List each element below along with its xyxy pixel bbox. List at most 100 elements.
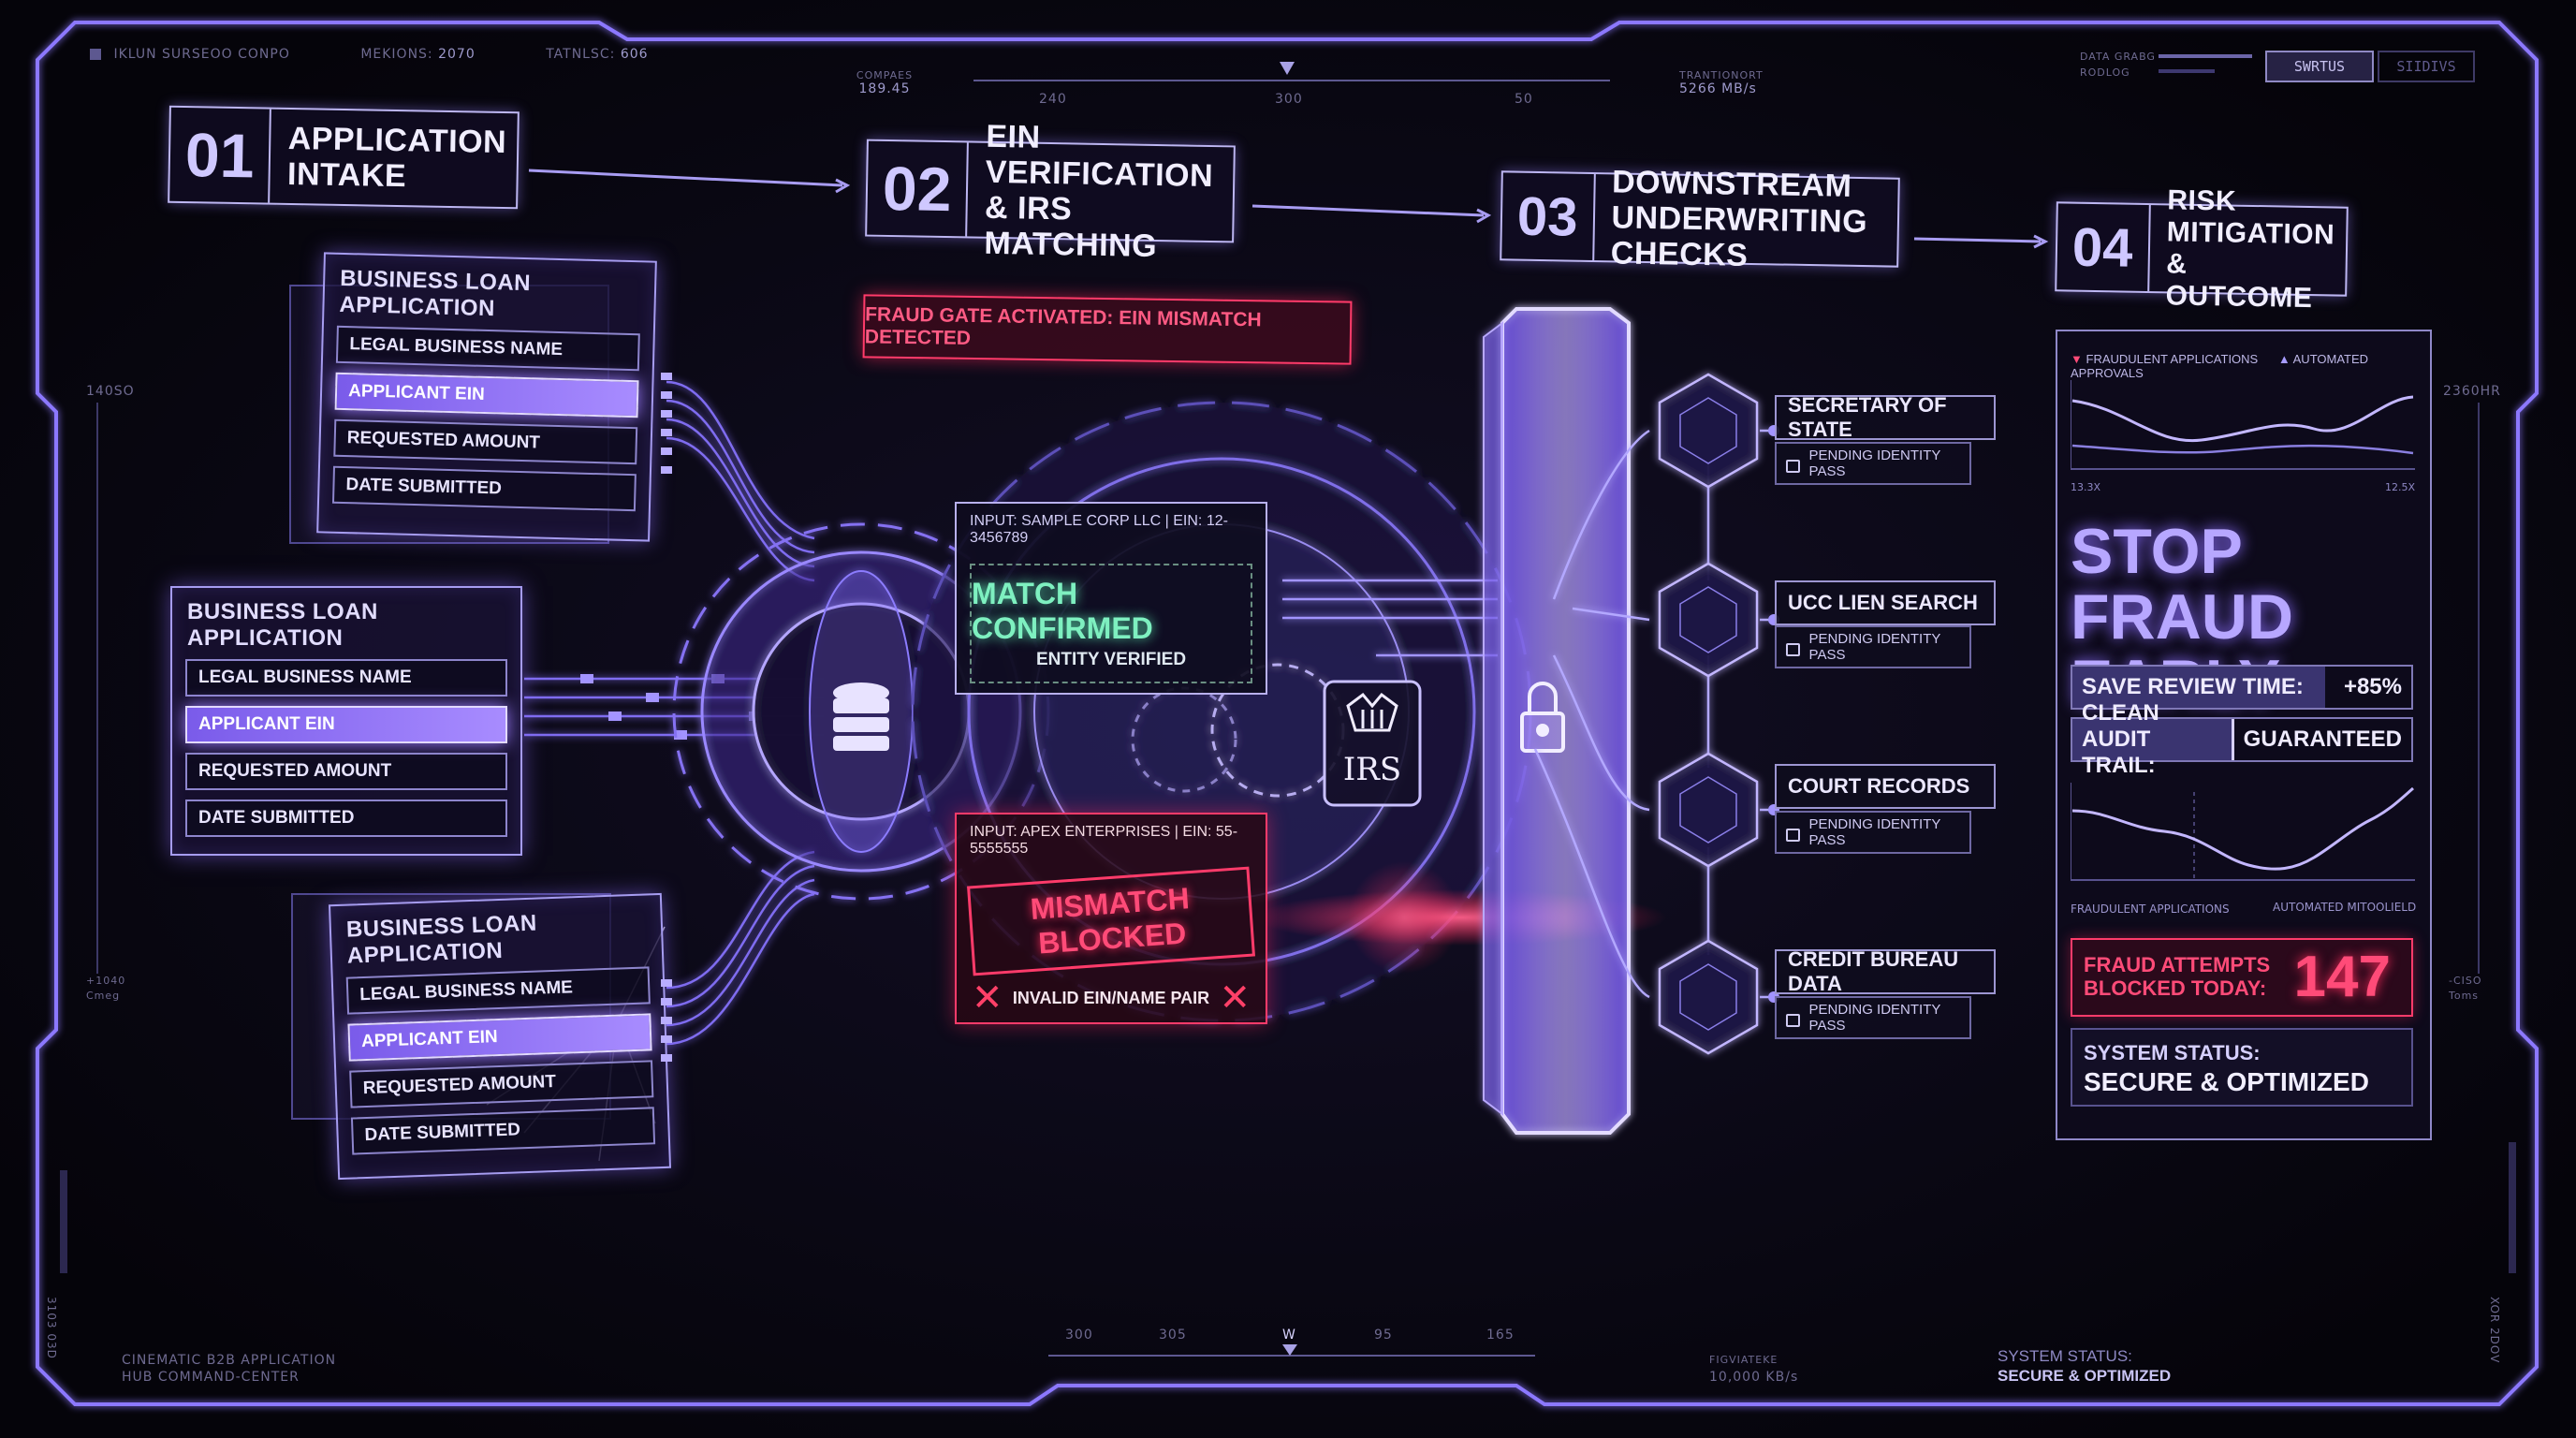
connector-dots bbox=[661, 979, 672, 1064]
rate-label: TRANTIONORT bbox=[1679, 69, 1764, 81]
ruler-tick: 305 bbox=[1159, 1328, 1187, 1343]
step-title: DOWNSTREAM UNDERWRITING CHECKS bbox=[1610, 164, 1868, 273]
status-label: SYSTEM STATUS: bbox=[2084, 1041, 2261, 1064]
fraud-label: FRAUD ATTEMPTS BLOCKED TODAY: bbox=[2084, 953, 2271, 1000]
triangle-down-icon: ▼ bbox=[2071, 352, 2083, 366]
application-card-3-cracked[interactable]: BUSINESS LOAN APPLICATION LEGAL BUSINESS… bbox=[328, 892, 672, 1181]
check-status-text: PENDING IDENTITY PASS bbox=[1808, 1002, 1941, 1034]
outcome-panel: ▼ FRAUDULENT APPLICATIONS ▲ AUTOMATED AP… bbox=[2056, 330, 2432, 1140]
field-applicant-ein[interactable]: APPLICANT EIN bbox=[185, 706, 507, 743]
step-03[interactable]: 03 DOWNSTREAM UNDERWRITING CHECKS bbox=[1500, 164, 1900, 273]
check-status: PENDING IDENTITY PASS bbox=[1775, 811, 1971, 854]
metric-label: SAVE REVIEW TIME: bbox=[2072, 667, 2325, 708]
fraud-count: 147 bbox=[2293, 945, 2391, 1009]
match-status: MATCH CONFIRMED bbox=[972, 577, 1153, 645]
rate-label: FIGVIATEKE bbox=[1709, 1354, 1778, 1366]
field-legal-business-name[interactable]: LEGAL BUSINESS NAME bbox=[185, 659, 507, 697]
rate-value: 10,000 KB/s bbox=[1709, 1370, 1799, 1385]
application-card-2[interactable]: BUSINESS LOAN APPLICATION LEGAL BUSINESS… bbox=[170, 586, 522, 856]
lock-icon bbox=[1786, 460, 1800, 473]
step-04[interactable]: 04 RISK MITIGATION & OUTCOME bbox=[2055, 184, 2349, 314]
match-sub: ENTITY VERIFIED bbox=[1035, 650, 1187, 669]
ruler-tick: 300 bbox=[1275, 92, 1303, 107]
check-status: PENDING IDENTITY PASS bbox=[1775, 442, 1971, 485]
data-bar bbox=[2159, 54, 2252, 58]
card-title: BUSINESS LOAN APPLICATION bbox=[339, 265, 532, 322]
triangle-up-icon: ▲ bbox=[2277, 352, 2291, 366]
trend-chart-2 bbox=[2071, 783, 2415, 881]
side-label: Cmeg bbox=[86, 990, 121, 1002]
status-value: SECURE & OPTIMIZED bbox=[2084, 1067, 2369, 1096]
mismatch-sub: INVALID EIN/NAME PAIR bbox=[1012, 988, 1210, 1007]
hud-value: 2070 bbox=[438, 47, 476, 62]
step-title: APPLICATION INTAKE bbox=[286, 120, 507, 195]
hud-label: DATA GRABG bbox=[2080, 51, 2156, 63]
chart1-legend: ▼ FRAUDULENT APPLICATIONS ▲ AUTOMATED AP… bbox=[2071, 352, 2430, 380]
irs-label: IRS bbox=[1342, 751, 1402, 788]
metric-label: CLEAN AUDIT TRAIL: bbox=[2072, 700, 2232, 778]
check-ucc-lien-search[interactable]: UCC LIEN SEARCH bbox=[1775, 580, 1996, 625]
bottom-system-status: SYSTEM STATUS: SECURE & OPTIMIZED bbox=[1998, 1346, 2171, 1386]
ruler-tick: 165 bbox=[1486, 1328, 1515, 1343]
check-status: PENDING IDENTITY PASS bbox=[1775, 625, 1971, 668]
bottom-rate: FIGVIATEKE 10,000 KB/s bbox=[1709, 1352, 1798, 1386]
step-title: RISK MITIGATION & OUTCOME bbox=[2165, 184, 2335, 315]
step-02[interactable]: 02 EIN VERIFICATION & IRS MATCHING bbox=[865, 119, 1236, 264]
match-frame: MATCH CONFIRMED ENTITY VERIFIED bbox=[970, 564, 1252, 683]
field-applicant-ein[interactable]: APPLICANT EIN bbox=[347, 1013, 652, 1062]
field-applicant-ein[interactable]: APPLICANT EIN bbox=[334, 372, 639, 418]
lock-icon bbox=[1520, 682, 1565, 753]
side-label: Toms bbox=[2449, 990, 2480, 1002]
field-legal-business-name[interactable]: LEGAL BUSINESS NAME bbox=[335, 325, 640, 372]
hud-label: TATNLSC: bbox=[546, 47, 616, 62]
side-label-bottom: +1040 Cmeg bbox=[86, 974, 125, 1004]
silent-button[interactable]: SIIDIVS bbox=[2378, 51, 2475, 82]
metric-save-review-time: SAVE REVIEW TIME: +85% bbox=[2071, 665, 2413, 710]
card-title: BUSINESS LOAN APPLICATION bbox=[187, 599, 378, 651]
metric-clean-audit-trail: CLEAN AUDIT TRAIL: GUARANTEED bbox=[2071, 700, 2413, 778]
hud-label: MEKIONS: bbox=[360, 47, 433, 62]
legend-label: FRAUDULENT APPLICATIONS bbox=[2086, 352, 2259, 366]
application-card-1[interactable]: BUSINESS LOAN APPLICATION LEGAL BUSINESS… bbox=[316, 252, 657, 542]
chart-axis-label: AUTOMATED MITOOLIELD bbox=[2273, 901, 2417, 914]
hub-caption-line: HUB COMMAND-CENTER bbox=[122, 1370, 300, 1385]
side-label: 140SO bbox=[86, 384, 135, 399]
field-date-submitted[interactable]: DATE SUBMITTED bbox=[185, 800, 507, 837]
eagle-icon bbox=[1346, 692, 1398, 732]
side-label-vertical: 3103 03D bbox=[45, 1297, 58, 1359]
fraud-gate-alert: FRAUD GATE ACTIVATED: EIN MISMATCH DETEC… bbox=[862, 294, 1353, 365]
compass-label: COMPAES bbox=[856, 69, 914, 81]
metric-value: +85% bbox=[2343, 674, 2402, 699]
field-requested-amount[interactable]: REQUESTED AMOUNT bbox=[333, 418, 638, 465]
step-number: 03 bbox=[1501, 172, 1596, 261]
check-court-records[interactable]: COURT RECORDS bbox=[1775, 764, 1996, 809]
check-status-text: PENDING IDENTITY PASS bbox=[1808, 631, 1941, 663]
field-date-submitted[interactable]: DATE SUBMITTED bbox=[350, 1107, 656, 1155]
card-title: BUSINESS LOAN APPLICATION bbox=[345, 910, 538, 969]
chart-axis-label: FRAUDULENT APPLICATIONS bbox=[2071, 902, 2230, 916]
rate-value: 5266 MB/s bbox=[1679, 81, 1757, 96]
side-label: 2360HR bbox=[2443, 384, 2501, 399]
check-secretary-of-state[interactable]: SECRETARY OF STATE bbox=[1775, 393, 1996, 441]
ruler-tick: 300 bbox=[1065, 1328, 1093, 1343]
check-status-text: PENDING IDENTITY PASS bbox=[1808, 816, 1941, 848]
compass-readout: COMPAES 189.45 bbox=[842, 69, 927, 96]
field-date-submitted[interactable]: DATE SUBMITTED bbox=[331, 465, 637, 512]
step-01[interactable]: 01 APPLICATION INTAKE bbox=[168, 105, 520, 210]
step-number: 04 bbox=[2056, 203, 2151, 292]
lock-icon bbox=[1786, 643, 1800, 656]
legend-label: AUTOMATED APPROVALS bbox=[2071, 352, 2369, 380]
status-label: SYSTEM STATUS: bbox=[1998, 1347, 2132, 1365]
field-requested-amount[interactable]: REQUESTED AMOUNT bbox=[185, 753, 507, 790]
x-icon: ✕ bbox=[972, 976, 1003, 1020]
lock-icon bbox=[1786, 829, 1800, 842]
lock-icon bbox=[1786, 1014, 1800, 1027]
side-label-vertical: XOR 2DOV bbox=[2488, 1297, 2501, 1364]
switch-button[interactable]: SWRTUS bbox=[2265, 51, 2374, 82]
system-status-box: SYSTEM STATUS: SECURE & OPTIMIZED bbox=[2071, 1028, 2413, 1107]
ruler-tick: 240 bbox=[1039, 92, 1067, 107]
side-label: +1040 bbox=[86, 975, 126, 987]
match-input: INPUT: SAMPLE CORP LLC | EIN: 12-3456789 bbox=[970, 513, 1228, 546]
check-credit-bureau-data[interactable]: CREDIT BUREAU DATA bbox=[1775, 947, 1996, 995]
field-requested-amount[interactable]: REQUESTED AMOUNT bbox=[349, 1060, 654, 1108]
